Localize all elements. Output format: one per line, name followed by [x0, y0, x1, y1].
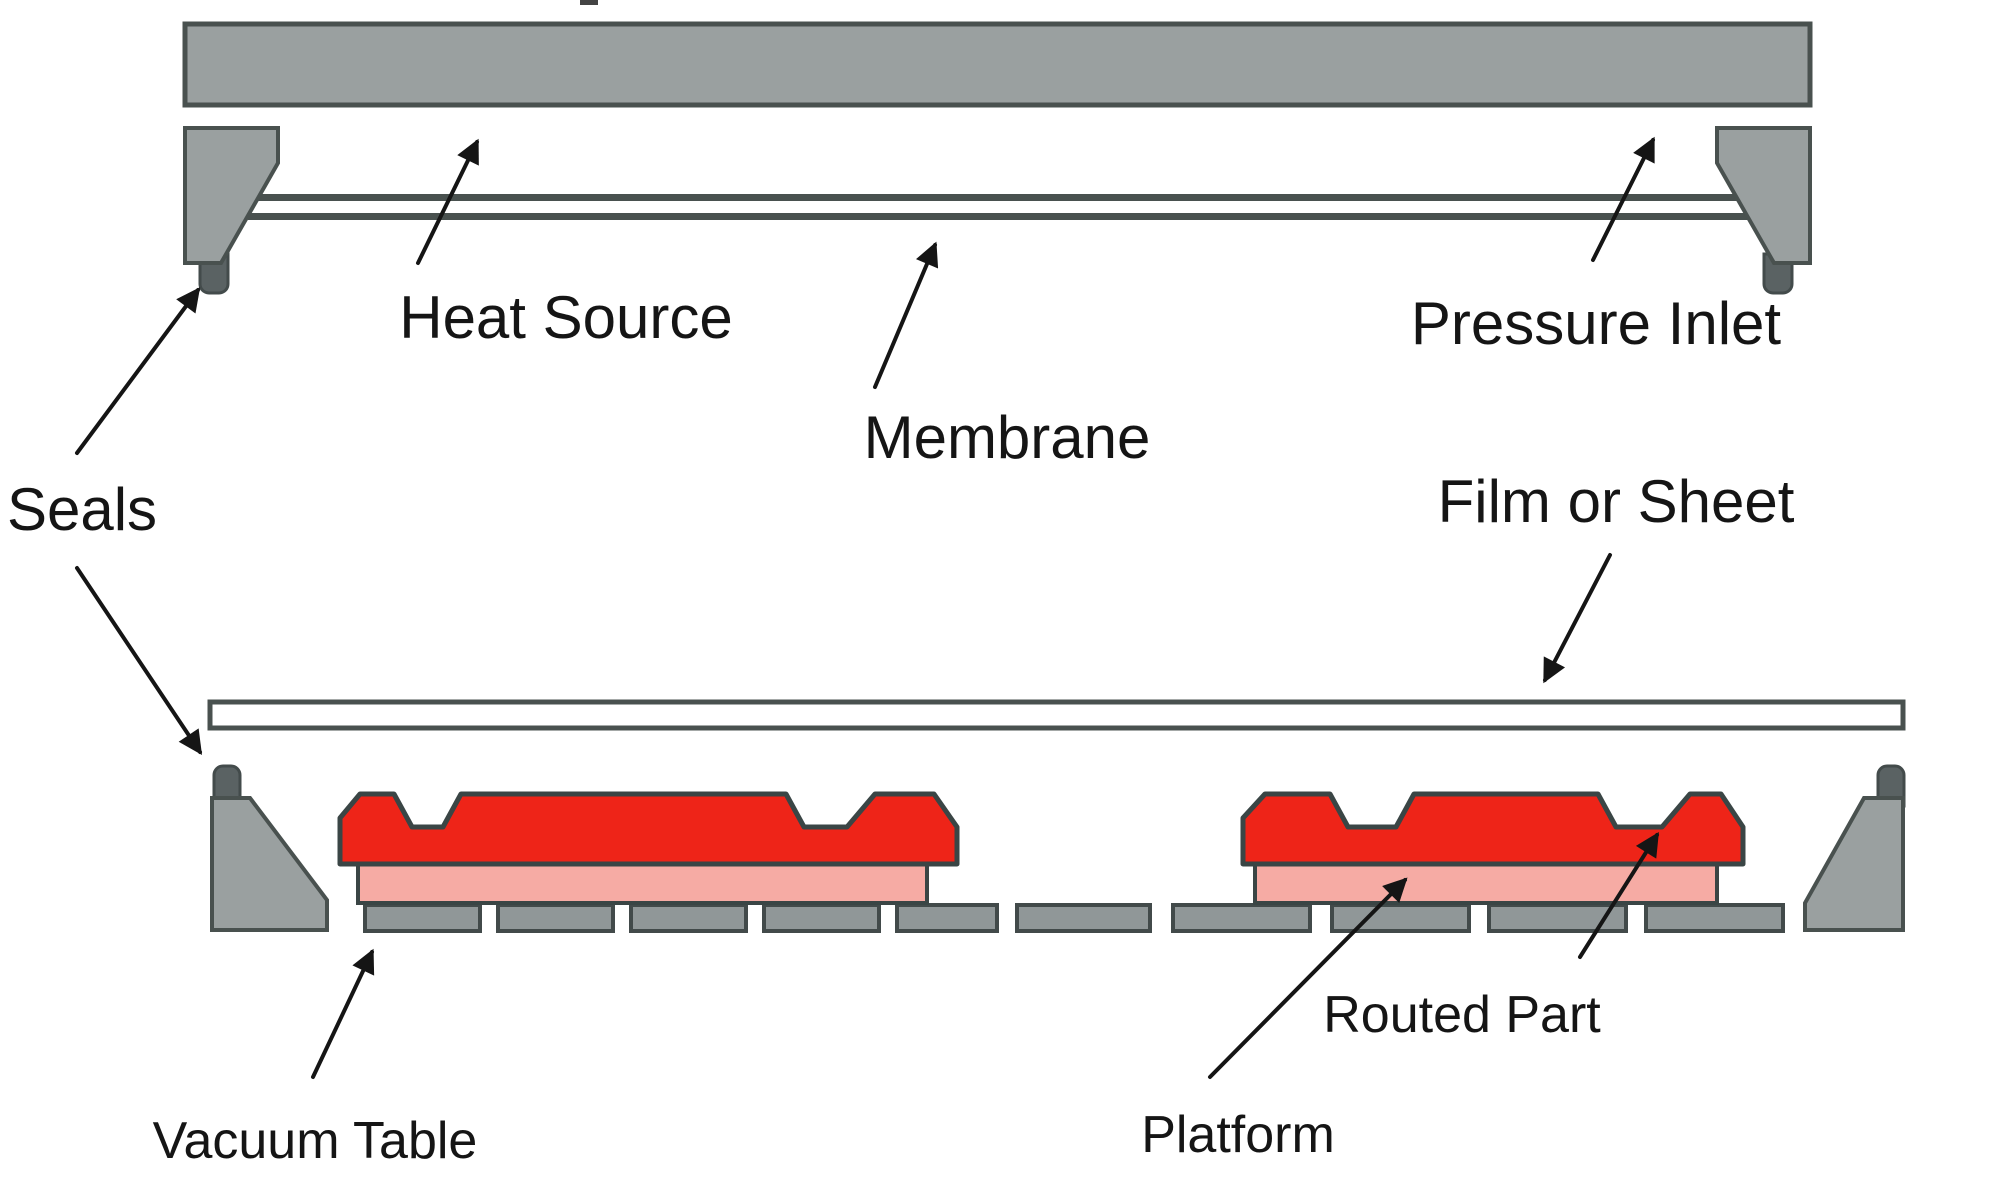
pressure-inlet-arrow [1591, 136, 1655, 262]
vacuum-table-arrow [311, 948, 375, 1079]
membrane-lower-line [248, 213, 1748, 220]
vacuum-table-slat [1171, 903, 1312, 933]
top-right-seal [1715, 126, 1812, 265]
heat-source-bar [182, 21, 1813, 108]
seals-upper-arrow [75, 287, 201, 455]
platform-left [356, 859, 929, 905]
platform-label: Platform [1141, 1106, 1335, 1164]
heat-source-label: Heat Source [399, 284, 733, 351]
membrane-label: Membrane [864, 404, 1151, 471]
platform-right [1253, 859, 1719, 905]
bottom-right-seal [1803, 796, 1905, 932]
film-sheet-bar [207, 699, 1906, 731]
routed-part-arrow [1578, 831, 1659, 959]
vacuum-table-label: Vacuum Table [153, 1112, 478, 1170]
vacuum-table-slat [363, 903, 482, 933]
routed-part-label: Routed Part [1323, 986, 1601, 1044]
vacuum-table-slat [629, 903, 748, 933]
routed-part-left [337, 791, 960, 867]
heat-source-arrow [416, 138, 479, 265]
vacuum-table-slat [762, 903, 881, 933]
seals-label: Seals [7, 476, 157, 543]
vacuum-table-slat [496, 903, 615, 933]
routed-part-right [1240, 791, 1746, 867]
vacuum-table-slat [1015, 903, 1152, 933]
vacuum-table-slat [1330, 903, 1471, 933]
vacuum-table [363, 903, 1785, 933]
platform-arrow [1208, 877, 1408, 1079]
film-or-sheet-label: Film or Sheet [1438, 468, 1795, 535]
membrane-upper-line [248, 194, 1748, 201]
membrane-arrow [873, 241, 939, 389]
top-left-seal [183, 126, 280, 265]
vacuum-table-slat [895, 903, 999, 933]
film-sheet-arrow [1543, 553, 1612, 684]
vacuum-table-slat [1644, 903, 1785, 933]
top-crop-mark [580, 0, 598, 5]
bottom-left-seal [210, 796, 329, 932]
seals-lower-arrow [75, 566, 203, 755]
pressure-inlet-label: Pressure Inlet [1411, 290, 1781, 357]
